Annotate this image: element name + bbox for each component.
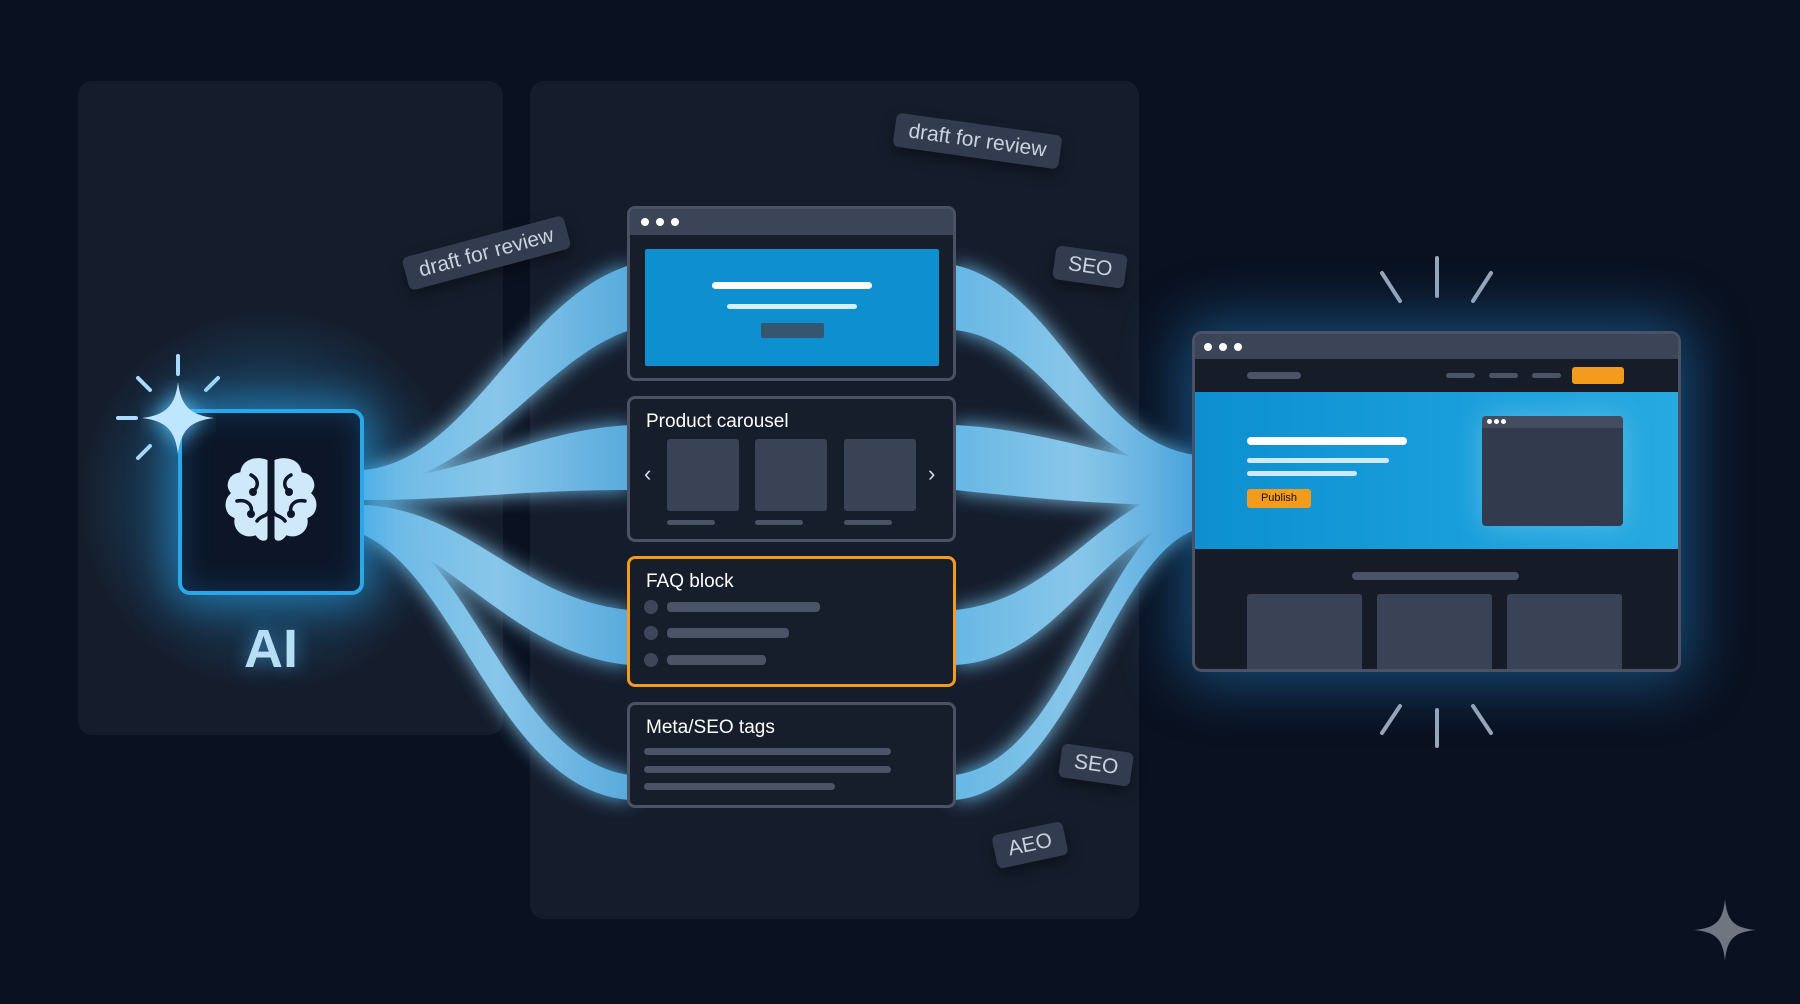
faq-bullet [644,626,658,640]
meta-seo-tags-card: Meta/SEO tags [627,702,956,808]
content-tile [1507,594,1622,669]
browser-title-bar [1195,334,1678,359]
chevron-right-icon[interactable]: › [928,461,936,486]
carousel-caption [844,520,892,525]
content-tile [1377,594,1492,669]
flow-right-faq [955,485,1195,665]
flow-right-meta [955,505,1195,800]
content-tile [1247,594,1362,669]
hero-banner [645,249,939,366]
carousel-item [667,439,739,511]
carousel-item [844,439,916,511]
faq-line [667,602,820,612]
site-nav [1195,359,1678,392]
window-dot [1234,343,1242,351]
hero-subtitle-line [1247,471,1357,476]
window-dot [641,218,649,226]
website-burst-rays [1380,256,1493,748]
sparkle-icon [142,382,214,454]
card-title: FAQ block [646,571,734,592]
flow-left-carousel [364,425,630,500]
flow-left-meta [364,515,630,800]
carousel-caption [755,520,803,525]
nav-link[interactable] [1489,373,1518,378]
published-website-window: Publish [1192,331,1681,672]
hero-preview-window [1482,416,1623,526]
faq-bullet [644,653,658,667]
carousel-item [755,439,827,511]
hero-subtitle-line [727,304,857,309]
flow-left-faq [364,505,630,665]
flow-right-carousel [955,425,1195,505]
window-dot [656,218,664,226]
nav-cta-button[interactable] [1572,367,1624,384]
flow-right-hero [955,265,1195,475]
window-dot [1219,343,1227,351]
hero-button [761,323,824,338]
site-hero: Publish [1195,392,1678,549]
meta-line [644,783,835,790]
hero-component-card [627,206,956,381]
window-dot [1487,419,1492,424]
card-title: Meta/SEO tags [646,717,775,738]
window-dot [671,218,679,226]
flow-left-hero [364,265,630,488]
hero-title-line [1247,437,1407,445]
browser-title-bar [1482,416,1623,428]
card-title: Product carousel [646,411,789,432]
brain-icon [222,455,320,544]
faq-line [667,628,789,638]
window-dot [1494,419,1499,424]
meta-line [644,766,891,773]
faq-bullet [644,600,658,614]
faq-line [667,655,766,665]
product-carousel-card: Product carousel ‹ › [627,396,956,542]
meta-line [644,748,891,755]
site-logo [1247,372,1301,379]
nav-link[interactable] [1532,373,1561,378]
section-heading-line [1352,572,1519,580]
faq-block-card: FAQ block [627,556,956,687]
carousel-caption [667,520,715,525]
hero-subtitle-line [1247,458,1389,463]
publish-button[interactable]: Publish [1247,489,1311,508]
ai-node [178,409,364,595]
browser-title-bar [630,209,953,235]
window-dot [1501,419,1506,424]
chevron-left-icon[interactable]: ‹ [644,461,652,486]
four-point-star-icon [1694,899,1756,961]
window-dot [1204,343,1212,351]
ai-label: AI [244,619,298,679]
nav-link[interactable] [1446,373,1475,378]
hero-title-line [712,282,872,289]
